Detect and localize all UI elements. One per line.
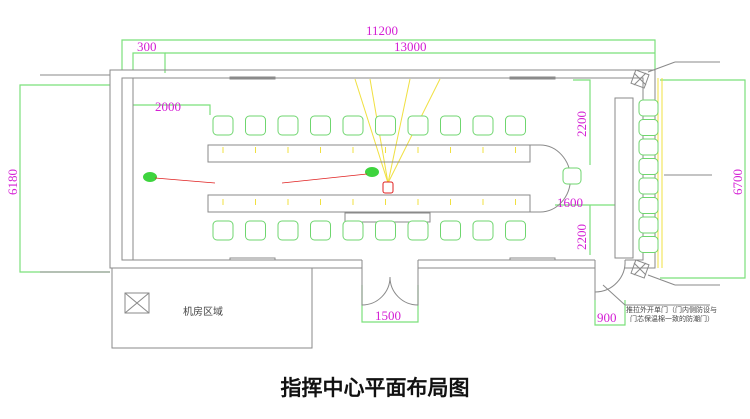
chair bbox=[638, 216, 659, 234]
side-door-note-1: 推拉外开单门（门内侧防设与 bbox=[626, 305, 717, 314]
chair bbox=[638, 138, 659, 156]
chair bbox=[440, 115, 461, 136]
machine-room bbox=[111, 267, 313, 349]
chair bbox=[245, 220, 266, 241]
chair bbox=[407, 220, 429, 241]
chair bbox=[375, 115, 396, 136]
chair bbox=[407, 115, 429, 136]
chair bbox=[472, 220, 494, 241]
chair bbox=[638, 197, 659, 214]
dim-wall-offset: 300 bbox=[137, 39, 157, 54]
chair bbox=[638, 99, 659, 117]
dim-right-height: 6700 bbox=[730, 169, 745, 195]
chair bbox=[440, 220, 461, 241]
equipment-cabinet bbox=[124, 292, 150, 314]
dim-inner-width: 13000 bbox=[394, 39, 427, 54]
chair bbox=[505, 220, 526, 241]
dim-lower-right: 2200 bbox=[574, 224, 589, 250]
chair bbox=[472, 115, 494, 136]
chair bbox=[505, 115, 526, 136]
chair bbox=[375, 220, 396, 241]
dim-left-gap: 2000 bbox=[155, 99, 181, 114]
camera-icon bbox=[365, 167, 379, 177]
chair bbox=[277, 220, 299, 241]
diagram-title: 指挥中心平面布局图 bbox=[280, 376, 470, 400]
side-door-note-2: 门芯保温棉一致的防潮门） bbox=[630, 314, 714, 323]
chairs bbox=[212, 99, 659, 253]
projection-lines bbox=[354, 78, 441, 184]
chair bbox=[310, 220, 331, 241]
marker-icon bbox=[382, 181, 394, 194]
chair bbox=[638, 177, 659, 195]
chair bbox=[245, 115, 266, 136]
camera-icon bbox=[143, 172, 157, 182]
dim-upper-right: 2200 bbox=[574, 111, 589, 137]
main-door bbox=[361, 260, 419, 306]
camera-corner bbox=[630, 61, 720, 286]
machine-room-label: 机房区域 bbox=[183, 305, 223, 318]
dimension-lines bbox=[19, 39, 746, 326]
dim-total-width: 11200 bbox=[366, 23, 398, 38]
chair bbox=[277, 115, 299, 136]
side-door bbox=[594, 259, 626, 300]
chair bbox=[342, 220, 364, 241]
desks bbox=[207, 78, 663, 268]
chair bbox=[212, 220, 234, 241]
chair bbox=[638, 236, 659, 253]
dim-left-height: 6180 bbox=[5, 169, 20, 195]
dim-main-door: 1500 bbox=[375, 308, 401, 323]
chair bbox=[562, 167, 582, 185]
chair bbox=[310, 115, 331, 136]
dim-side-door: 900 bbox=[597, 310, 617, 325]
chair bbox=[638, 158, 659, 175]
chair bbox=[212, 115, 234, 136]
chair bbox=[342, 115, 364, 136]
dim-end-gap: 1600 bbox=[557, 195, 583, 210]
chair bbox=[638, 119, 659, 136]
